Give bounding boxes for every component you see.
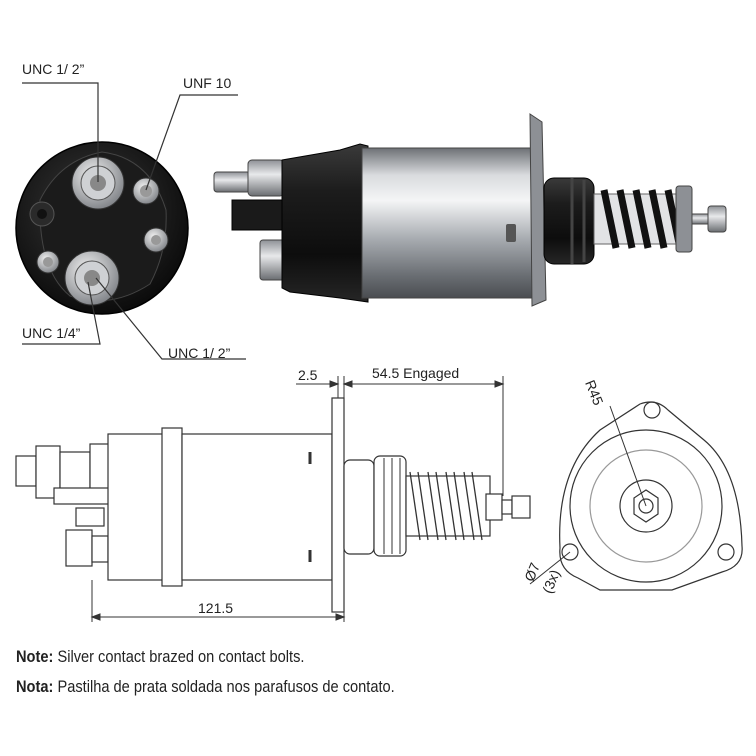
side-view-drawing [15, 397, 531, 613]
dim-flange-gap: 2.5 [298, 367, 318, 383]
side-view-photo [213, 113, 727, 307]
label-terminal-top-left: UNC 1/ 2” [22, 61, 85, 77]
dimension-lines [90, 376, 505, 622]
terminal-leaders [22, 82, 246, 360]
note-english-text: Silver contact brazed on contact bolts. [57, 647, 305, 666]
note-portuguese-text: Pastilha de prata soldada nos parafusos … [57, 677, 395, 696]
label-terminal-top-right: UNF 10 [183, 75, 232, 91]
end-cap-view [15, 141, 189, 315]
note-portuguese: Nota: Pastilha de prata soldada nos para… [16, 677, 395, 697]
dim-engaged-stroke: 54.5 Engaged [372, 365, 460, 381]
front-view-drawing [529, 401, 743, 591]
label-terminal-bottom-right: UNC 1/ 2” [168, 345, 231, 361]
note-portuguese-heading: Nota: [16, 677, 54, 696]
note-english-heading: Note: [16, 647, 54, 666]
note-english: Note: Silver contact brazed on contact b… [16, 647, 304, 667]
label-terminal-bottom-left: UNC 1/4” [22, 325, 81, 341]
dim-overall-length: 121.5 [198, 600, 234, 616]
